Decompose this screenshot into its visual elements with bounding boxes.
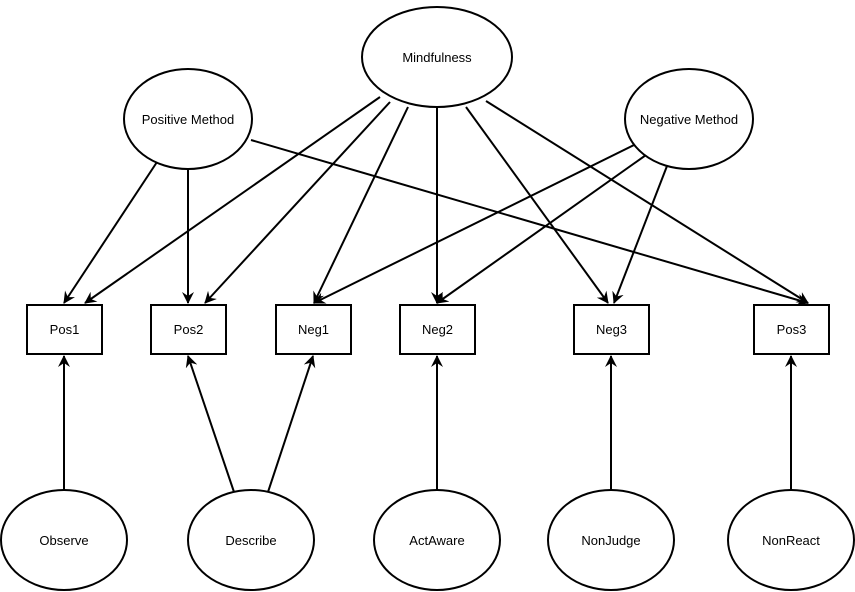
node-describe-label: Describe: [225, 533, 276, 548]
node-mindfulness: Mindfulness: [361, 6, 513, 108]
node-neg1-label: Neg1: [298, 322, 329, 337]
node-neg3-label: Neg3: [596, 322, 627, 337]
edge-negative-method-to-neg1: [313, 143, 637, 304]
node-actaware: ActAware: [373, 489, 501, 591]
node-observe-label: Observe: [39, 533, 88, 548]
edge-describe-to-pos2: [185, 355, 235, 493]
edge-mindfulness-to-neg1: [313, 106, 409, 304]
node-pos2-label: Pos2: [174, 322, 204, 337]
node-negative-method-label: Negative Method: [640, 112, 738, 127]
nodes-layer: Mindfulness Positive Method Negative Met…: [0, 6, 855, 591]
node-nonreact-label: NonReact: [762, 533, 820, 548]
edge-positive-method-to-pos3: [250, 139, 809, 306]
edge-negative-method-to-neg3: [612, 165, 668, 304]
node-positive-method-shape: [123, 68, 253, 170]
node-mindfulness-shape: [361, 6, 513, 108]
edges-layer: [58, 96, 809, 493]
node-pos3-shape: [753, 304, 830, 355]
node-describe: Describe: [187, 489, 315, 591]
node-neg1-shape: [275, 304, 352, 355]
node-nonjudge-shape: [547, 489, 675, 591]
node-neg2-shape: [399, 304, 476, 355]
edge-describe-to-neg1: [267, 355, 316, 493]
node-pos2-shape: [150, 304, 227, 355]
node-neg3-shape: [573, 304, 650, 355]
edge-mindfulness-to-pos2: [204, 101, 391, 304]
node-neg2-label: Neg2: [422, 322, 453, 337]
node-negative-method-shape: [624, 68, 754, 170]
node-observe: Observe: [0, 489, 128, 591]
node-positive-method: Positive Method: [123, 68, 253, 170]
node-actaware-label: ActAware: [409, 533, 464, 548]
node-pos1-shape: [26, 304, 103, 355]
edge-mindfulness-to-pos3: [485, 100, 809, 304]
node-nonjudge-label: NonJudge: [581, 533, 640, 548]
node-pos1-label: Pos1: [50, 322, 80, 337]
node-describe-shape: [187, 489, 315, 591]
edge-negative-method-to-neg2: [436, 154, 647, 304]
node-pos3-label: Pos3: [777, 322, 807, 337]
node-nonreact: NonReact: [727, 489, 855, 591]
node-neg1: Neg1: [275, 304, 352, 355]
node-nonreact-shape: [727, 489, 855, 591]
node-pos3: Pos3: [753, 304, 830, 355]
node-mindfulness-label: Mindfulness: [402, 50, 472, 65]
node-pos2: Pos2: [150, 304, 227, 355]
edge-mindfulness-to-pos1: [84, 96, 381, 304]
node-observe-shape: [0, 489, 128, 591]
node-actaware-shape: [373, 489, 501, 591]
node-neg2: Neg2: [399, 304, 476, 355]
node-positive-method-label: Positive Method: [142, 112, 235, 127]
node-nonjudge: NonJudge: [547, 489, 675, 591]
node-neg3: Neg3: [573, 304, 650, 355]
node-pos1: Pos1: [26, 304, 103, 355]
node-negative-method: Negative Method: [624, 68, 754, 170]
edge-positive-method-to-pos1: [63, 161, 158, 304]
edge-mindfulness-to-neg3: [465, 106, 609, 304]
